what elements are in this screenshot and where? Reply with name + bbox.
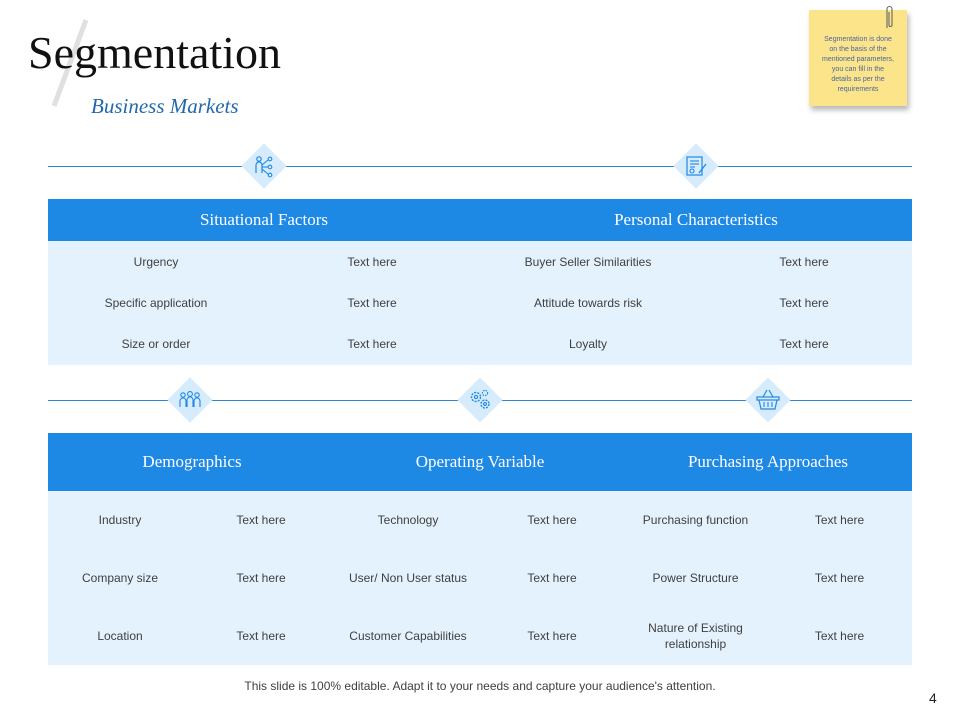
table-cell: Technology — [377, 513, 439, 527]
table-cell: Specific application — [104, 295, 208, 310]
gears-icon — [470, 389, 490, 409]
table-cell: Size or order — [121, 337, 191, 351]
table-cell: Text here — [814, 571, 865, 585]
table-cell: Text here — [814, 629, 865, 643]
table-cell: Text here — [347, 337, 397, 351]
table-cell: Buyer Seller Similarities — [524, 254, 652, 269]
basket-icon — [756, 389, 780, 410]
table-cell: Text here — [814, 513, 865, 527]
certificate-icon — [686, 156, 707, 176]
top-table-header: Situational Factors Personal Characteris… — [48, 199, 912, 241]
table-cell: Text here — [236, 513, 286, 527]
table-cell: Text here — [347, 254, 397, 269]
team-icon — [179, 391, 201, 407]
column-header-operating-variable: Operating Variable — [415, 452, 545, 471]
table-cell: User/ Non User status — [348, 571, 468, 585]
column-header-purchasing-approaches: Purchasing Approaches — [687, 452, 849, 471]
paperclip-icon — [886, 5, 893, 28]
table-cell: Text here — [236, 571, 286, 585]
table-cell: Text here — [527, 513, 577, 527]
page-number: 4 — [929, 690, 937, 706]
table-cell: Text here — [527, 629, 577, 643]
table-cell: Urgency — [133, 254, 179, 269]
top-table-body: Urgency Text here Buyer Seller Similarit… — [48, 241, 912, 365]
footer-text: This slide is 100% editable. Adapt it to… — [244, 679, 716, 693]
table-cell: Loyalty — [568, 337, 608, 351]
bottom-table-body: Industry Text here Technology Text here … — [48, 491, 912, 665]
table-cell: Text here — [347, 295, 397, 310]
table-cell: Industry — [98, 513, 142, 527]
column-header-situational-factors: Situational Factors — [200, 210, 328, 229]
people-network-icon — [255, 156, 273, 178]
top-divider-line — [48, 166, 912, 167]
sticky-note-text: Segmentation is done on the basis of the… — [822, 36, 894, 93]
page-title: Segmentation — [28, 27, 281, 78]
table-cell: Purchasing function — [642, 513, 749, 527]
column-header-personal-characteristics: Personal Characteristics — [614, 210, 778, 229]
table-cell: Text here — [527, 571, 577, 585]
table-cell: Power Structure — [652, 571, 739, 585]
table-cell: Nature of Existing relationship — [648, 621, 743, 651]
table-cell: Text here — [236, 629, 286, 643]
table-cell: Customer Capabilities — [349, 629, 467, 643]
table-cell: Text here — [779, 254, 829, 269]
column-header-demographics: Demographics — [142, 452, 242, 471]
page-subtitle: Business Markets — [91, 94, 239, 118]
table-cell: Company size — [81, 571, 159, 585]
table-cell: Attitude towards risk — [533, 295, 643, 310]
table-cell: Location — [97, 629, 143, 643]
table-cell: Text here — [779, 295, 829, 310]
bottom-table-header: Demographics Operating Variable Purchasi… — [48, 433, 912, 491]
table-cell: Text here — [779, 337, 829, 351]
decorative-slash — [51, 19, 89, 107]
